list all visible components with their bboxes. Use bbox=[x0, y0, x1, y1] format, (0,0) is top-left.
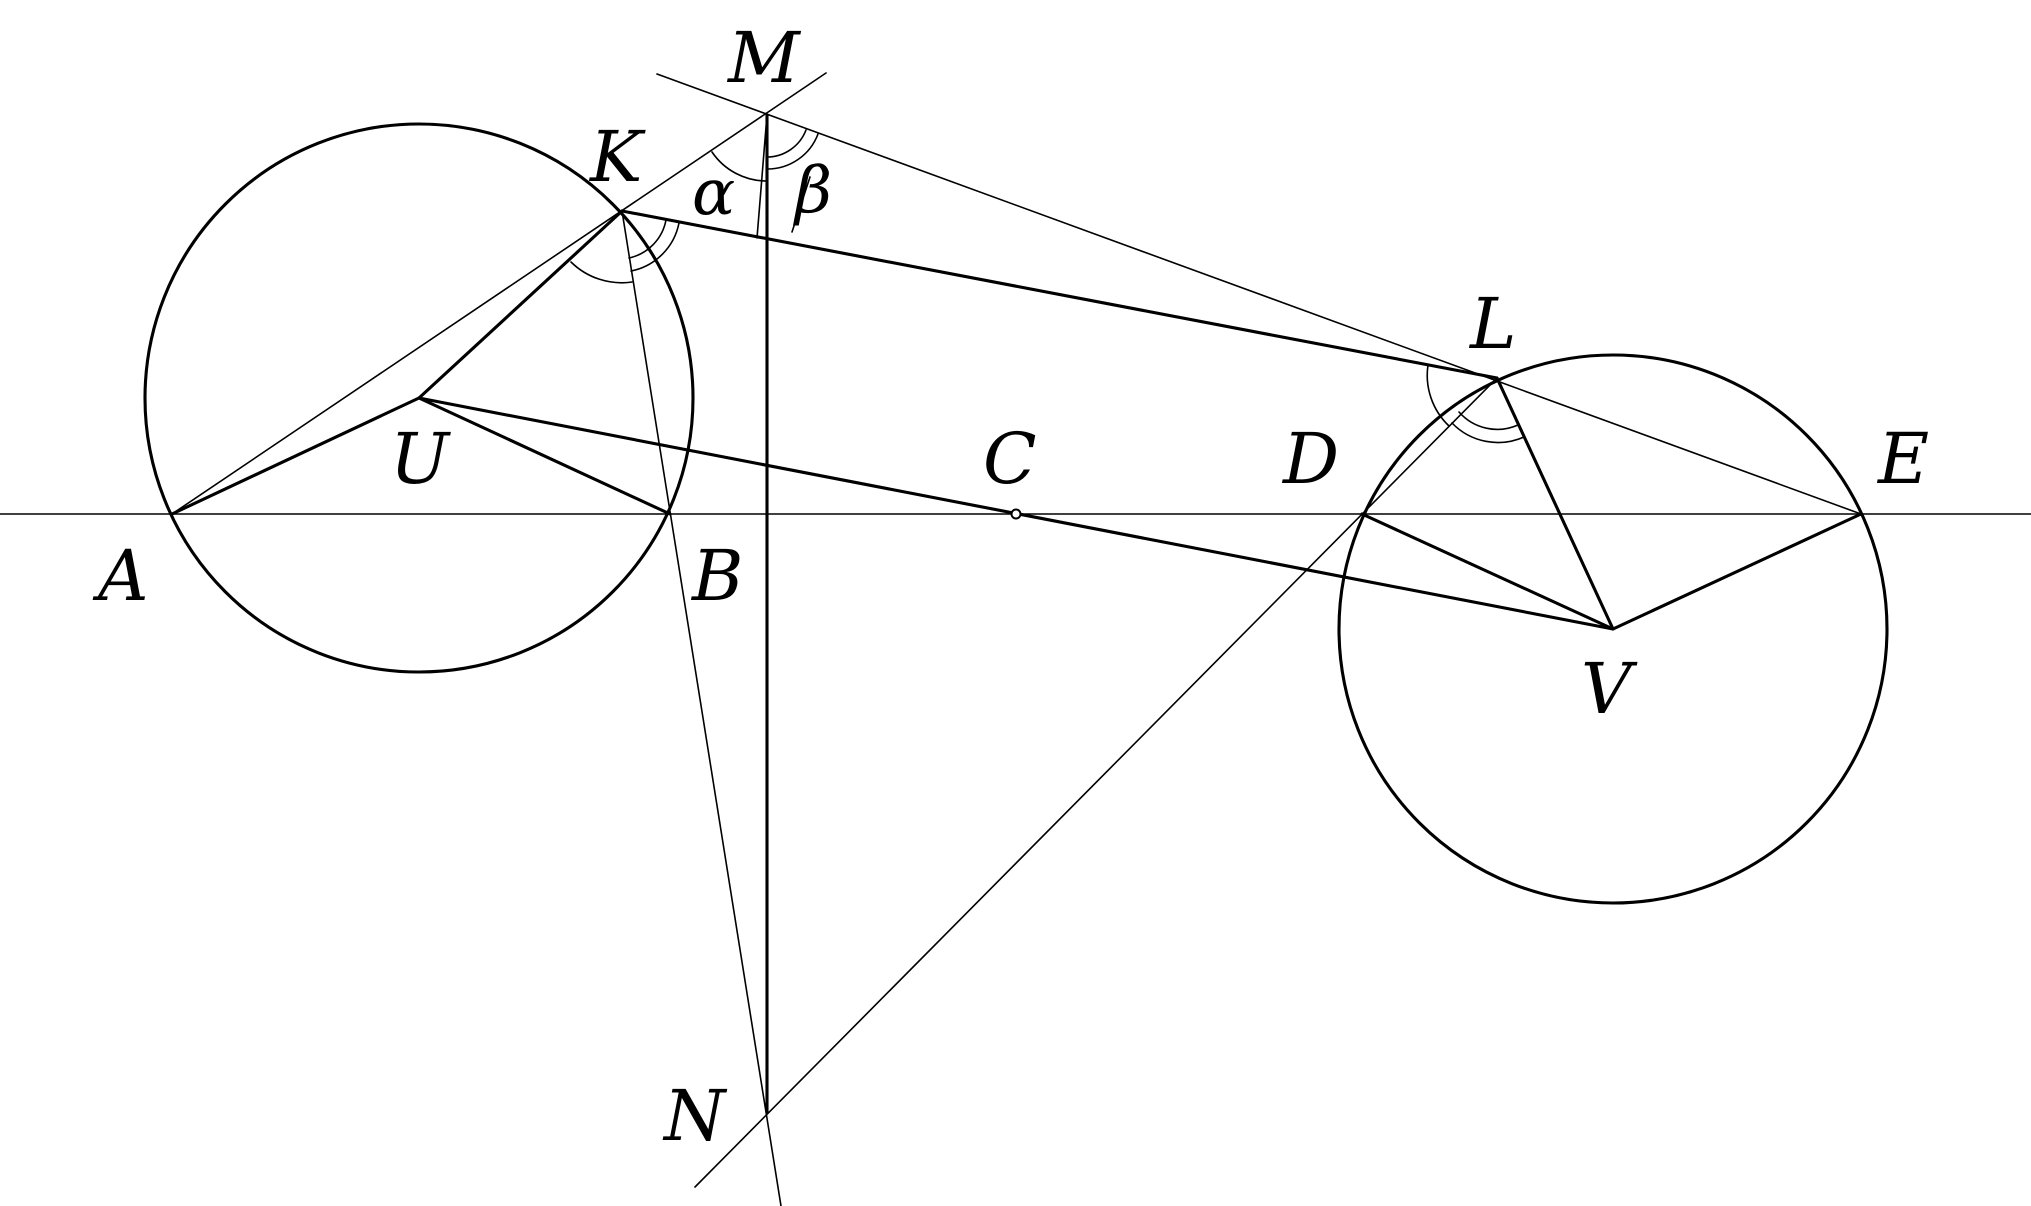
segment-u-b bbox=[417, 396, 672, 516]
line-k-n-extended bbox=[621, 210, 782, 1206]
diagram-lines bbox=[0, 72, 2031, 1206]
circle-v bbox=[1337, 353, 1889, 905]
label-e: E bbox=[1876, 418, 1929, 500]
arc-beta-outer bbox=[766, 133, 819, 170]
arc-k-single bbox=[570, 261, 633, 284]
arc-beta-inner bbox=[766, 129, 807, 158]
circle-u bbox=[143, 122, 695, 674]
label-c: C bbox=[983, 418, 1037, 500]
label-k: K bbox=[588, 116, 646, 198]
label-v: V bbox=[1581, 648, 1638, 730]
diagram-labels: M K L U C D E A B V N α β bbox=[92, 17, 1929, 1157]
label-alpha: α bbox=[692, 156, 735, 230]
label-b: B bbox=[690, 535, 743, 617]
segment-k-l bbox=[620, 209, 1499, 380]
line-m-e-extended bbox=[656, 73, 1862, 515]
point-c bbox=[1010, 508, 1022, 520]
label-beta: β bbox=[793, 154, 832, 228]
arc-k-double-inner bbox=[628, 219, 667, 259]
arc-alpha bbox=[711, 151, 768, 182]
segment-l-v bbox=[1495, 376, 1615, 631]
tick-angle-alpha bbox=[756, 114, 768, 239]
arc-k-double-outer bbox=[630, 222, 680, 272]
arc-l-double-outer bbox=[1451, 422, 1525, 444]
label-a: A bbox=[92, 535, 149, 617]
label-u: U bbox=[390, 418, 451, 500]
label-l: L bbox=[1468, 283, 1516, 365]
line-n-l-extended bbox=[694, 377, 1498, 1188]
arc-l-double-inner bbox=[1458, 411, 1519, 431]
label-m: M bbox=[726, 17, 802, 99]
label-d: D bbox=[1281, 418, 1339, 500]
arc-l-single bbox=[1426, 364, 1450, 427]
polyline-d-v-e bbox=[1360, 512, 1863, 631]
tick-angle-beta bbox=[791, 176, 811, 233]
label-n: N bbox=[662, 1075, 728, 1157]
line-a-m-extended bbox=[171, 72, 827, 515]
